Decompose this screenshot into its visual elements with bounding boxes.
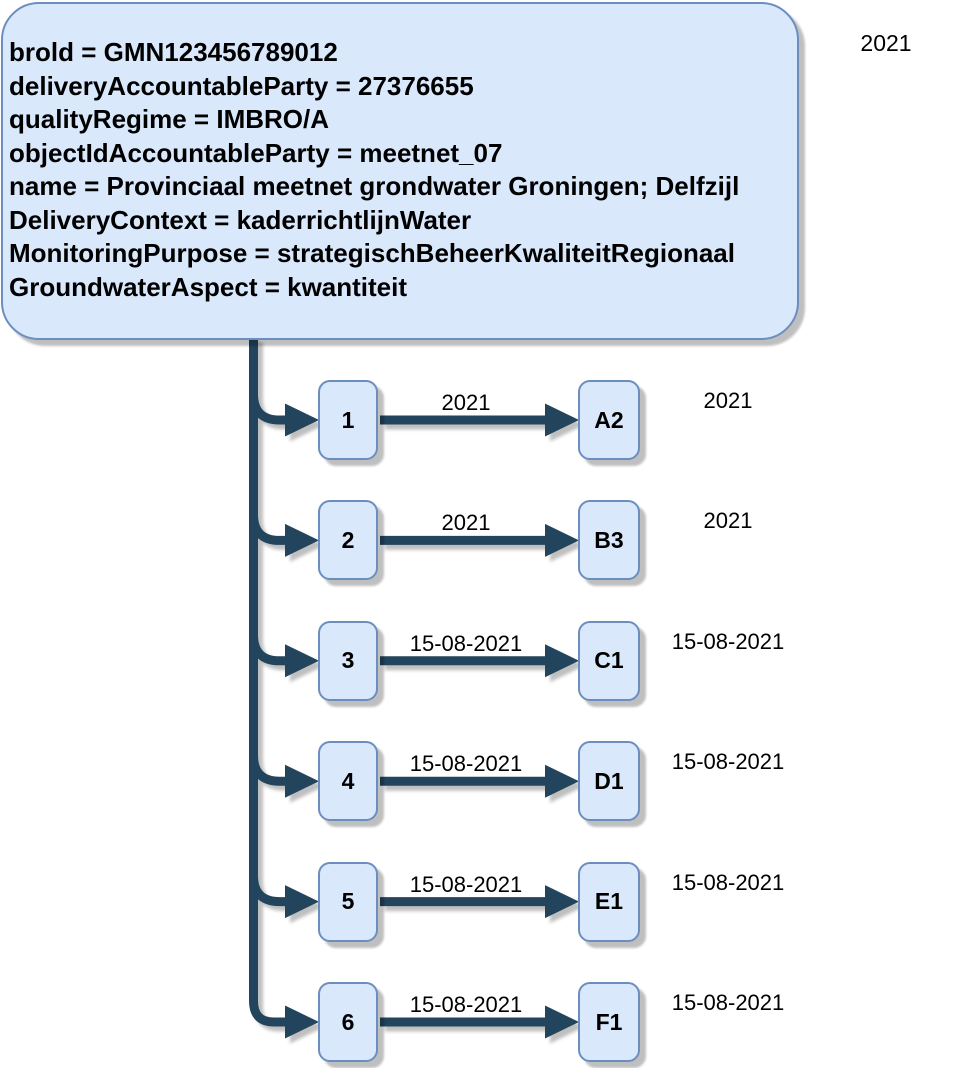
source-node-row3: 3 xyxy=(318,620,378,701)
edge-arrowhead-row4 xyxy=(545,764,579,798)
source-node-label: 1 xyxy=(341,406,355,433)
branch-arrowhead-row1 xyxy=(285,403,319,437)
gmn-attribute-line: qualityRegime = IMBRO/A xyxy=(9,104,329,134)
edge-date-label-row2: 2021 xyxy=(441,510,491,536)
right-date-label-row5: 15-08-2021 xyxy=(671,869,785,895)
branch-curve-row2 xyxy=(249,514,287,545)
target-node-row3: C1 xyxy=(578,620,640,701)
source-node-row1: 1 xyxy=(318,380,378,460)
gmn-attribute-line: DeliveryContext = kaderrichtlijnWater xyxy=(9,204,472,235)
source-node-label: 2 xyxy=(341,526,355,553)
branch-curve-row4 xyxy=(249,754,287,786)
source-node-label: 3 xyxy=(341,647,355,674)
edge-date-label-row6: 15-08-2021 xyxy=(409,992,523,1017)
right-date-label-row4: 15-08-2021 xyxy=(671,749,785,775)
target-node-row6: F1 xyxy=(578,982,640,1062)
target-node-row4: D1 xyxy=(578,741,640,822)
branch-arrowhead-row2 xyxy=(285,523,319,557)
right-date-label-row2: 2021 xyxy=(703,508,753,534)
edge-arrowhead-row2 xyxy=(545,523,579,557)
branch-arrowhead-row5 xyxy=(285,885,319,919)
gmn-attribute-line: GroundwaterAspect = kwantiteit xyxy=(9,271,408,302)
gmn-attribute-line: objectIdAccountableParty = meetnet_07 xyxy=(9,137,503,168)
target-node-row5: E1 xyxy=(578,861,640,942)
edge-date-label-row4: 15-08-2021 xyxy=(409,751,523,777)
target-node-row1: A2 xyxy=(578,380,640,460)
branch-arrowhead-row6 xyxy=(285,1005,319,1039)
target-node-label: C1 xyxy=(594,647,624,674)
branch-arrowhead-row3 xyxy=(285,644,319,678)
source-node-label: 6 xyxy=(341,1008,355,1035)
target-node-row2: B3 xyxy=(578,500,640,581)
right-date-label-row3: 15-08-2021 xyxy=(671,628,785,654)
right-date-label-row6: 15-08-2021 xyxy=(671,990,785,1015)
source-node-label: 5 xyxy=(341,888,355,915)
source-node-row4: 4 xyxy=(318,741,378,822)
target-node-label: B3 xyxy=(594,526,624,553)
source-node-row5: 5 xyxy=(318,861,378,942)
target-node-label: E1 xyxy=(594,888,624,915)
gmn-attribute-line: deliveryAccountableParty = 27376655 xyxy=(9,70,474,101)
gmn-attribute-line: MonitoringPurpose = strategischBeheerKwa… xyxy=(9,238,735,268)
target-node-label: A2 xyxy=(594,406,624,433)
right-date-label-row1: 2021 xyxy=(703,388,753,413)
edge-arrowhead-row3 xyxy=(545,644,579,678)
edge-arrowhead-row1 xyxy=(545,403,579,437)
gmn-info-box: brold = GMN123456789012 deliveryAccounta… xyxy=(1,2,799,340)
branch-curve-row3 xyxy=(249,634,287,666)
edge-date-label-row1: 2021 xyxy=(441,390,491,415)
edge-date-label-row5: 15-08-2021 xyxy=(409,871,523,897)
target-node-label: D1 xyxy=(594,767,624,794)
edge-arrowhead-row5 xyxy=(545,885,579,919)
branch-curve-row5 xyxy=(249,875,287,907)
source-node-row6: 6 xyxy=(318,982,378,1062)
gmn-attribute-line: name = Provinciaal meetnet grondwater Gr… xyxy=(9,171,740,201)
edge-date-label-row3: 15-08-2021 xyxy=(409,630,523,656)
branch-curve-row1 xyxy=(249,393,287,425)
source-node-row2: 2 xyxy=(318,500,378,581)
edge-arrowhead-row6 xyxy=(545,1005,579,1039)
gmn-attribute-line: brold = GMN123456789012 xyxy=(9,37,338,67)
trunk-connector xyxy=(249,337,287,1027)
branch-arrowhead-row4 xyxy=(285,764,319,798)
top-right-year-label: 2021 xyxy=(860,30,912,56)
target-node-label: F1 xyxy=(595,1008,623,1035)
source-node-label: 4 xyxy=(341,767,355,794)
